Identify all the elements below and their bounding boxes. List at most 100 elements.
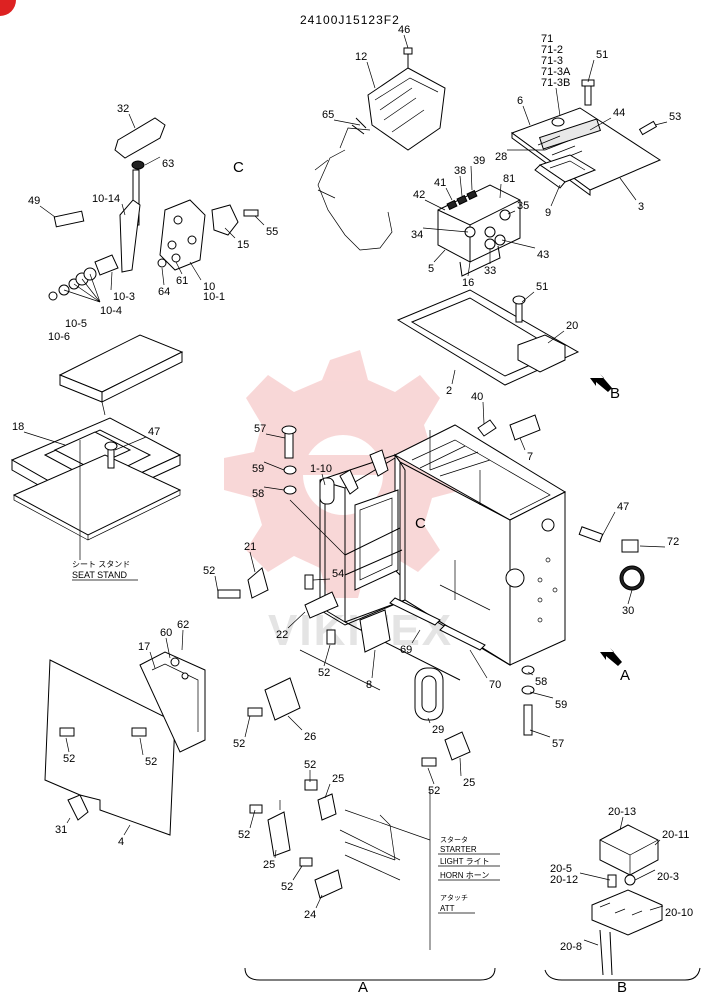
part-label-p54: 54 bbox=[332, 568, 344, 580]
leader-p34 bbox=[422, 227, 469, 233]
leader-p20-8 bbox=[583, 939, 599, 946]
leader-p43 bbox=[501, 239, 536, 249]
leader-p39 bbox=[470, 165, 473, 191]
seat-stand-en: SEAT STAND bbox=[72, 570, 128, 580]
part-label-p32: 32 bbox=[117, 103, 129, 115]
part-label-p21: 21 bbox=[244, 541, 256, 553]
part-label-p47b: 47 bbox=[617, 501, 629, 513]
part-label-p59a: 59 bbox=[252, 463, 264, 475]
part-label-p10: 10 bbox=[203, 281, 215, 293]
seat-stand-assembly bbox=[10, 334, 184, 560]
leader-p49 bbox=[39, 205, 56, 218]
leader-p4 bbox=[123, 824, 131, 836]
part-label-p1-10: 1-10 bbox=[310, 463, 332, 475]
leader-p22 bbox=[287, 611, 306, 629]
leader-p72 bbox=[639, 545, 666, 548]
leader-lines bbox=[23, 34, 668, 946]
leader-p52a bbox=[214, 575, 219, 593]
view-b-arrow-icon bbox=[590, 374, 612, 392]
part-label-p33: 33 bbox=[484, 265, 496, 277]
part-label-p52d: 52 bbox=[233, 738, 245, 750]
leader-p20 bbox=[547, 330, 565, 344]
part-label-p52a: 52 bbox=[203, 565, 215, 577]
part-label-p15: 15 bbox=[237, 239, 249, 251]
part-label-p4: 4 bbox=[118, 836, 124, 848]
part-label-p57a: 57 bbox=[254, 423, 266, 435]
leader-p31 bbox=[66, 817, 71, 824]
leader-p20-10 bbox=[649, 905, 664, 911]
part-label-p26: 26 bbox=[304, 731, 316, 743]
leader-p71-3b bbox=[555, 87, 561, 117]
part-label-p10-1: 10-1 bbox=[203, 291, 225, 303]
view-c-label-top: C bbox=[233, 159, 244, 176]
panel-cover-plate bbox=[510, 79, 662, 196]
part-label-p22: 22 bbox=[276, 629, 288, 641]
part-label-p65: 65 bbox=[322, 109, 334, 121]
part-label-p10-14: 10-14 bbox=[92, 193, 120, 205]
part-label-p10-4: 10-4 bbox=[100, 305, 122, 317]
part-label-p7: 7 bbox=[527, 451, 533, 463]
leader-p47b bbox=[599, 511, 616, 541]
part-label-p71-3a: 71-3A bbox=[541, 66, 571, 78]
part-label-p40: 40 bbox=[471, 391, 483, 403]
part-label-p58b: 58 bbox=[535, 676, 547, 688]
leader-p21 bbox=[249, 551, 256, 573]
leader-p63 bbox=[144, 156, 161, 166]
view-a-label: A bbox=[620, 667, 630, 684]
part-label-p17: 17 bbox=[138, 641, 150, 653]
horn-label: HORN ホーン bbox=[440, 871, 489, 880]
leader-p10 bbox=[189, 261, 202, 281]
part-label-p70: 70 bbox=[489, 679, 501, 691]
view-b-bottom-label: B bbox=[617, 979, 627, 996]
part-label-p52b: 52 bbox=[318, 667, 330, 679]
part-label-p6: 6 bbox=[517, 95, 523, 107]
part-label-p55: 55 bbox=[266, 226, 278, 238]
part-label-p81: 81 bbox=[503, 173, 515, 185]
leader-p64 bbox=[161, 267, 165, 286]
leader-p9 bbox=[550, 184, 561, 207]
part-label-p52h: 52 bbox=[238, 829, 250, 841]
leader-p24 bbox=[315, 894, 323, 909]
leader-p20-12 bbox=[579, 872, 611, 881]
view-b-brace bbox=[544, 967, 701, 981]
part-label-p52f: 52 bbox=[145, 756, 157, 768]
leader-p52d bbox=[244, 715, 251, 738]
view-a-arrow-icon bbox=[600, 648, 622, 666]
part-label-p63: 63 bbox=[162, 158, 174, 170]
part-label-p52g: 52 bbox=[304, 759, 316, 771]
relay-detail-b bbox=[591, 824, 663, 976]
lever-assembly bbox=[48, 117, 259, 303]
leader-p69 bbox=[411, 629, 421, 644]
leader-p59a bbox=[263, 461, 285, 471]
leader-p52i bbox=[292, 865, 303, 881]
leader-p52e bbox=[65, 737, 70, 753]
leader-p62 bbox=[181, 629, 184, 651]
leader-p44 bbox=[589, 117, 612, 131]
leader-p8 bbox=[371, 649, 376, 679]
leader-p52c bbox=[427, 767, 435, 785]
part-label-p69: 69 bbox=[400, 644, 412, 656]
leader-p52h bbox=[249, 809, 256, 829]
leader-p58b bbox=[527, 671, 534, 676]
leader-p18 bbox=[23, 431, 66, 446]
leader-p26 bbox=[287, 715, 303, 731]
part-label-p3: 3 bbox=[638, 201, 644, 213]
leader-p16 bbox=[467, 261, 471, 277]
part-label-p28: 28 bbox=[495, 151, 507, 163]
part-label-p8: 8 bbox=[366, 679, 372, 691]
view-c-label-frame: C bbox=[415, 515, 426, 532]
leader-p20-13 bbox=[619, 816, 624, 831]
leader-p70 bbox=[469, 649, 488, 679]
seat-cushion-assembly bbox=[314, 47, 446, 251]
leader-p60 bbox=[165, 637, 171, 659]
part-label-p71-2: 71-2 bbox=[541, 44, 563, 56]
leader-p25a bbox=[459, 757, 462, 777]
leader-p3 bbox=[619, 177, 637, 201]
leader-p7 bbox=[519, 437, 526, 451]
part-label-p61: 61 bbox=[176, 275, 188, 287]
part-label-p44: 44 bbox=[613, 107, 625, 119]
drawing-number: 24100J15123F2 bbox=[300, 13, 400, 27]
leader-p17 bbox=[149, 651, 156, 669]
part-label-p10-6: 10-6 bbox=[48, 331, 70, 343]
